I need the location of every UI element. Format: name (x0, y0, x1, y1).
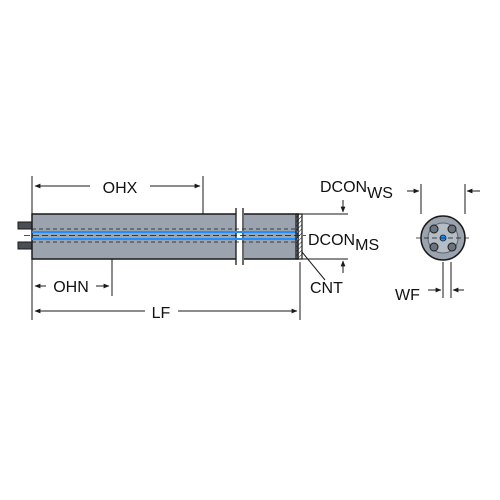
shank-body-right (241, 213, 299, 260)
dcon-ws-subscript: WS (367, 185, 393, 202)
screw-hole-bottom-left (429, 242, 439, 252)
ohx-label: OHX (103, 180, 138, 197)
screw-hole-bottom-right (447, 242, 457, 252)
cnt-label: CNT (310, 280, 343, 297)
dcon-ws-main: DCON (320, 179, 367, 196)
screw-hole-top-left (429, 224, 439, 234)
front-view (416, 215, 470, 261)
dcon-ms-label: DCONMS (308, 232, 379, 254)
shank-side-view (17, 208, 306, 265)
dimension-dcon-ms: DCONMS (300, 200, 379, 273)
dimension-wf: WF (395, 262, 464, 304)
callout-cnt: CNT (301, 251, 343, 297)
connector-pin-bottom (17, 241, 33, 250)
dcon-ms-main: DCON (308, 232, 355, 249)
dimension-ohn: OHN (31, 259, 113, 296)
dcon-ms-subscript: MS (355, 237, 379, 254)
wf-label: WF (395, 287, 420, 304)
dimension-lf: LF (31, 262, 301, 322)
dimension-dcon-ws: DCONWS (320, 179, 480, 214)
length-break-gap (236, 208, 244, 265)
dcon-ws-label: DCONWS (320, 179, 393, 202)
dimension-ohx: OHX (31, 176, 204, 214)
shank-body-left (31, 213, 239, 260)
connector-pin-top (17, 221, 33, 230)
ohn-label: OHN (53, 279, 89, 296)
lf-label: LF (152, 305, 171, 322)
cnt-end-face (295, 213, 303, 260)
screw-hole-top-right (447, 224, 457, 234)
